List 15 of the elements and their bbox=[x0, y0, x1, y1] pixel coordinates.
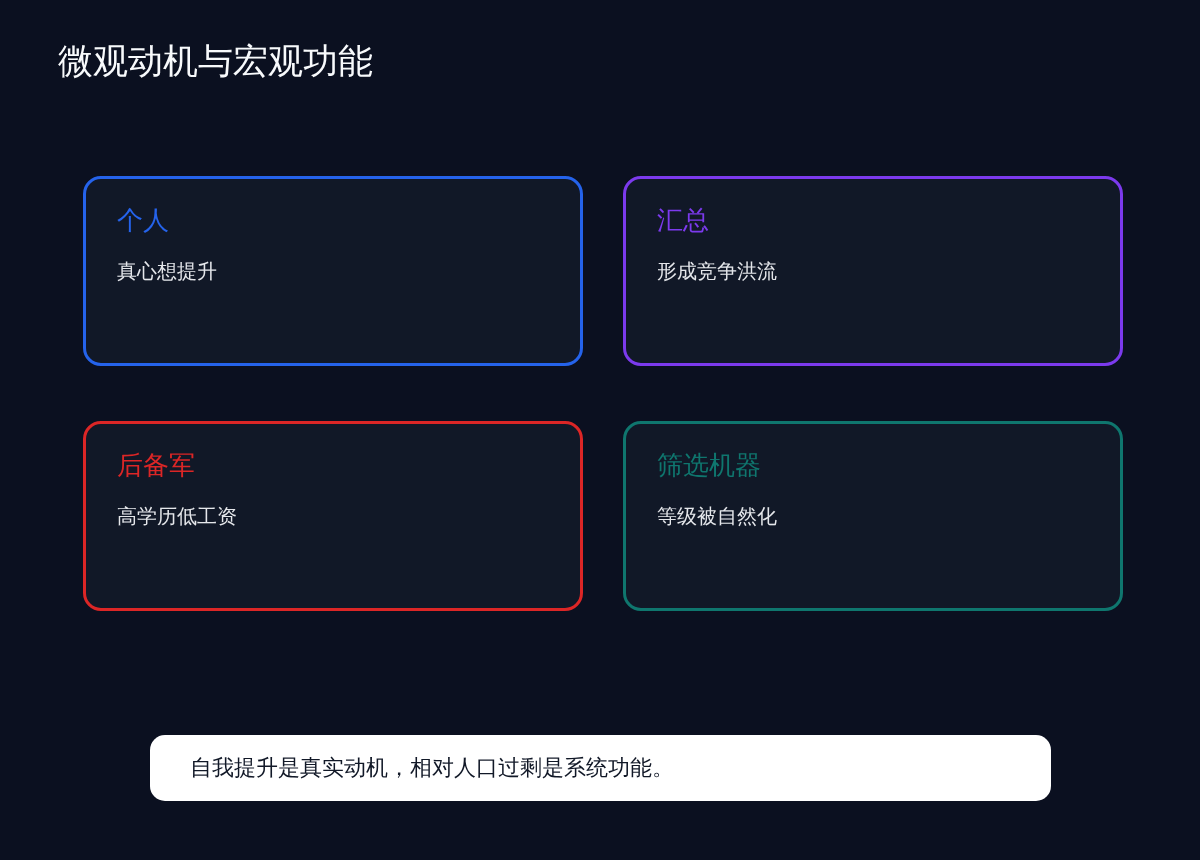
category-card bbox=[83, 421, 583, 611]
summary-panel bbox=[150, 735, 1051, 801]
card-heading: 个人 bbox=[117, 204, 170, 236]
card-heading: 后备军 bbox=[117, 449, 196, 481]
card-description: 真心想提升 bbox=[117, 259, 218, 284]
summary-text: 自我提升是真实动机，相对人口过剩是系统功能。 bbox=[190, 754, 674, 782]
page-title: 微观动机与宏观功能 bbox=[58, 40, 373, 82]
card-heading: 汇总 bbox=[657, 204, 710, 236]
category-card bbox=[623, 421, 1123, 611]
card-description: 等级被自然化 bbox=[657, 504, 778, 529]
category-card bbox=[623, 176, 1123, 366]
card-heading: 筛选机器 bbox=[657, 449, 762, 481]
card-description: 形成竞争洪流 bbox=[657, 259, 778, 284]
card-description: 高学历低工资 bbox=[117, 504, 238, 529]
category-card bbox=[83, 176, 583, 366]
